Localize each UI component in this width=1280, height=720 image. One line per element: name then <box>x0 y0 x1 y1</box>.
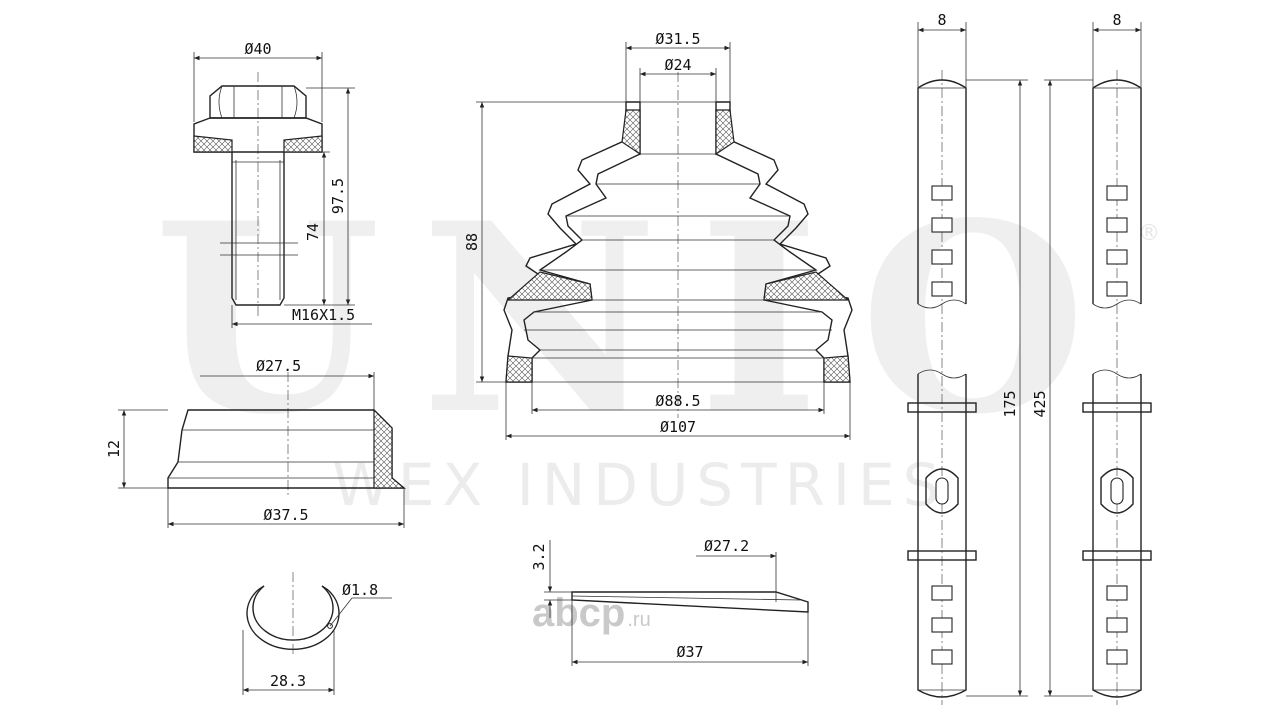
bolt-thread-spec: M16X1.5 <box>292 306 355 324</box>
boot-small-outer-diameter: Ø31.5 <box>655 30 700 48</box>
shaft-long-drawing: 8 425 <box>1031 11 1152 705</box>
boot-height: 88 <box>463 233 481 251</box>
ring-height: 12 <box>105 440 123 458</box>
shaft-short-width: 8 <box>937 11 946 29</box>
ring-drawing: Ø27.5 12 Ø37.5 <box>105 357 406 528</box>
watermark-registered-mark: ® <box>1138 221 1160 246</box>
clip-wire-diameter: Ø1.8 <box>342 581 378 599</box>
shaft-short-length: 175 <box>1001 390 1019 417</box>
washer-outer-diameter: Ø37 <box>676 643 703 661</box>
ring-top-diameter: Ø27.5 <box>256 357 301 375</box>
clip-drawing: Ø1.8 28.3 <box>242 572 392 695</box>
ring-bottom-diameter: Ø37.5 <box>263 506 308 524</box>
boot-drawing: Ø31.5 Ø24 88 Ø88.5 Ø107 <box>463 30 853 440</box>
stamp-tld: .ru <box>627 609 650 631</box>
boot-large-inner-diameter: Ø88.5 <box>655 392 700 410</box>
bolt-total-length: 97.5 <box>329 178 347 214</box>
watermark-subtitle: WEX INDUSTRIES <box>333 451 948 519</box>
boot-small-inner-diameter: Ø24 <box>664 56 691 74</box>
clip-width: 28.3 <box>270 672 306 690</box>
bolt-head-diameter: Ø40 <box>244 40 271 58</box>
washer-inner-diameter: Ø27.2 <box>704 537 749 555</box>
watermark-brand: UNIO <box>154 167 1127 472</box>
boot-large-outer-diameter: Ø107 <box>660 418 696 436</box>
shaft-long-length: 425 <box>1031 390 1049 417</box>
washer-thickness: 3.2 <box>530 543 548 570</box>
stamp-text: abcp.ru <box>532 591 651 635</box>
shaft-long-width: 8 <box>1112 11 1121 29</box>
watermark: UNIO WEX INDUSTRIES ® <box>154 167 1160 519</box>
bolt-shank-length: 74 <box>304 223 322 241</box>
bolt-drawing: Ø40 97.5 74 M16X1.5 <box>193 40 372 328</box>
abcp-stamp: abcp.ru <box>532 591 651 635</box>
shaft-short-drawing: 8 175 <box>907 11 1028 705</box>
stamp-main: abcp <box>532 591 625 635</box>
washer-drawing: 3.2 Ø27.2 Ø37 <box>530 537 809 666</box>
